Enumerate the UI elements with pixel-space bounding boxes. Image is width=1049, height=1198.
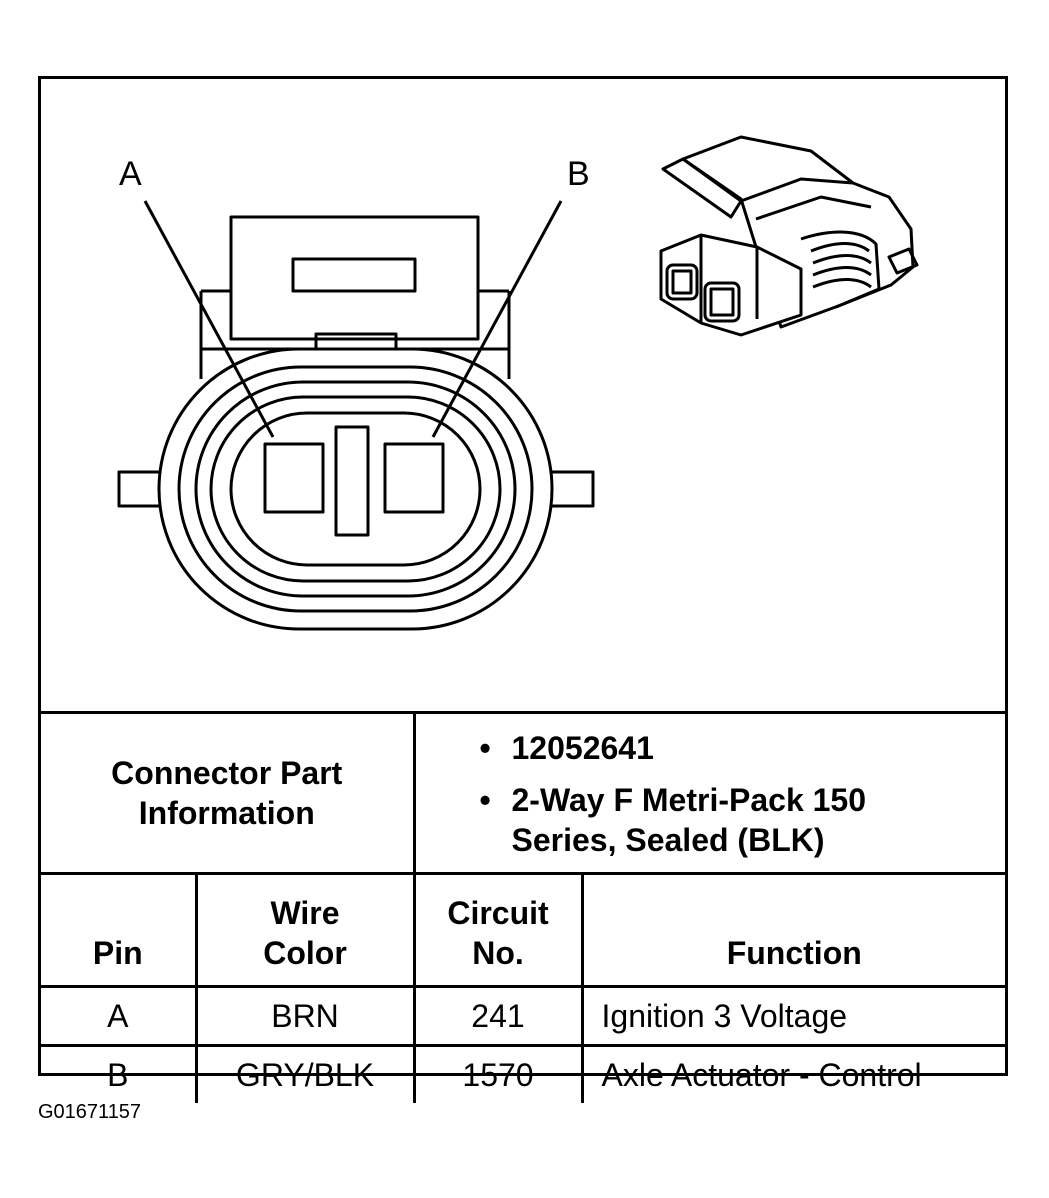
pin-b-leader-line bbox=[431, 200, 563, 438]
circuit-no-cell: 1570 bbox=[412, 1044, 584, 1103]
pin-a-leader-line bbox=[143, 200, 275, 438]
figure-code: G01671157 bbox=[38, 1101, 142, 1123]
pin-cell: B bbox=[41, 1044, 198, 1103]
connector-drawing: A B bbox=[117, 135, 919, 631]
wire-color-cell: BRN bbox=[194, 985, 416, 1047]
function-cell: Axle Actuator - Control bbox=[580, 1044, 1005, 1103]
circuit-no-cell: 241 bbox=[412, 985, 584, 1047]
connector-isometric-view bbox=[659, 135, 919, 337]
connector-face-view bbox=[117, 215, 595, 631]
pin-cell: A bbox=[41, 985, 198, 1047]
connector-part-information-label: Connector Part Information bbox=[41, 711, 416, 875]
pin-table-header: Pin Wire Color Circuit No. Function bbox=[41, 872, 1005, 988]
function-cell: Ignition 3 Voltage bbox=[580, 985, 1005, 1047]
header-wire-color: Wire Color bbox=[194, 872, 416, 988]
table-row: A BRN 241 Ignition 3 Voltage bbox=[41, 985, 1005, 1047]
header-function: Function bbox=[580, 872, 1005, 988]
header-pin: Pin bbox=[41, 872, 198, 988]
table-row: B GRY/BLK 1570 Axle Actuator - Control bbox=[41, 1044, 1005, 1103]
connector-part-information-values: 12052641 2-Way F Metri-Pack 150 Series, … bbox=[412, 711, 1006, 875]
header-circuit-no: Circuit No. bbox=[412, 872, 584, 988]
connector-diagram-frame: A B Connector Part Information 12052641 … bbox=[38, 76, 1008, 1103]
pin-b-label: B bbox=[567, 155, 590, 193]
connector-info-table: Connector Part Information 12052641 2-Wa… bbox=[41, 711, 1005, 1103]
pin-a-label: A bbox=[119, 155, 142, 193]
part-number: 12052641 bbox=[480, 728, 1006, 768]
connector-description: 2-Way F Metri-Pack 150 Series, Sealed (B… bbox=[480, 780, 932, 860]
wire-color-cell: GRY/BLK bbox=[194, 1044, 416, 1103]
